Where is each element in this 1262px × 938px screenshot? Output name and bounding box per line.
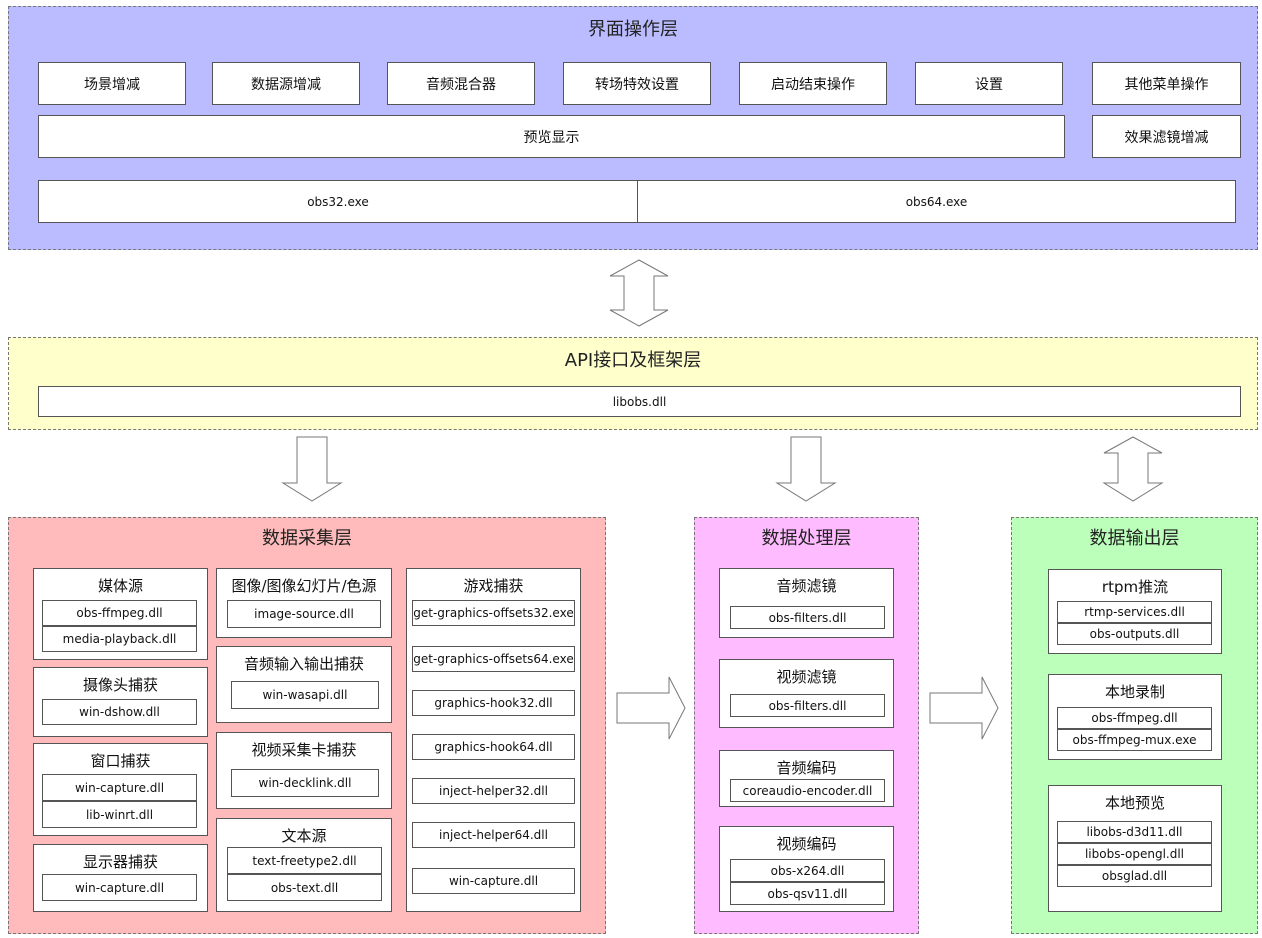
output-layer: 数据输出层 rtpm推流 rtmp-services.dll obs-outpu… bbox=[1011, 517, 1258, 934]
dll-box: obs-filters.dll bbox=[730, 606, 885, 629]
down-arrow-icon bbox=[281, 436, 343, 502]
window-capture-group: 窗口捕获 win-capture.dll lib-winrt.dll bbox=[33, 743, 208, 836]
dll-box: win-capture.dll bbox=[42, 774, 197, 801]
dll-box: libobs-d3d11.dll bbox=[1057, 821, 1212, 843]
api-layer-title: API接口及框架层 bbox=[564, 350, 702, 371]
dll-box: graphics-hook32.dll bbox=[412, 690, 575, 716]
group-title: rtpm推流 bbox=[1101, 578, 1169, 596]
down-arrow-icon bbox=[775, 436, 837, 502]
group-title: 显示器捕获 bbox=[82, 853, 158, 871]
double-arrow-icon bbox=[609, 259, 669, 327]
group-title: 游戏捕获 bbox=[463, 577, 524, 595]
ui-layer: 界面操作层 场景增减 数据源增减 音频混合器 转场特效设置 启动结束操作 设置 … bbox=[8, 6, 1258, 250]
dll-box: rtmp-services.dll bbox=[1057, 601, 1212, 623]
dll-box: win-decklink.dll bbox=[231, 769, 379, 797]
video-encode-group: 视频编码 obs-x264.dll obs-qsv11.dll bbox=[719, 826, 894, 912]
group-title: 视频滤镜 bbox=[776, 668, 837, 686]
audio-io-capture-group: 音频输入输出捕获 win-wasapi.dll bbox=[216, 646, 392, 723]
dll-box: text-freetype2.dll bbox=[227, 847, 382, 874]
dll-box: image-source.dll bbox=[227, 600, 381, 628]
dll-box: inject-helper64.dll bbox=[412, 822, 575, 848]
obs32-exe-box: obs32.exe bbox=[38, 180, 638, 223]
group-title: 视频编码 bbox=[776, 835, 837, 853]
dll-box: libobs-opengl.dll bbox=[1057, 843, 1212, 865]
capture-card-group: 视频采集卡捕获 win-decklink.dll bbox=[216, 732, 392, 809]
dll-box: obsglad.dll bbox=[1057, 865, 1212, 887]
group-title: 音频滤镜 bbox=[776, 577, 837, 595]
dll-box: media-playback.dll bbox=[42, 626, 197, 652]
dll-box: win-capture.dll bbox=[412, 868, 575, 894]
group-title: 文本源 bbox=[281, 827, 327, 845]
group-title: 本地录制 bbox=[1104, 683, 1165, 701]
local-preview-group: 本地预览 libobs-d3d11.dll libobs-opengl.dll … bbox=[1048, 785, 1222, 912]
audio-encode-group: 音频编码 coreaudio-encoder.dll bbox=[719, 750, 894, 807]
group-title: 音频编码 bbox=[776, 759, 837, 777]
text-source-group: 文本源 text-freetype2.dll obs-text.dll bbox=[216, 818, 392, 912]
output-layer-title: 数据输出层 bbox=[1089, 528, 1180, 549]
group-title: 窗口捕获 bbox=[90, 752, 151, 770]
right-arrow-icon bbox=[929, 676, 999, 740]
group-title: 图像/图像幻灯片/色源 bbox=[231, 577, 377, 595]
dll-box: obs-ffmpeg-mux.exe bbox=[1057, 729, 1212, 751]
audio-filter-group: 音频滤镜 obs-filters.dll bbox=[719, 568, 894, 638]
dll-box: obs-text.dll bbox=[227, 874, 382, 901]
dll-box: win-dshow.dll bbox=[42, 699, 197, 725]
obs64-exe-box: obs64.exe bbox=[637, 180, 1236, 223]
dll-box: graphics-hook64.dll bbox=[412, 734, 575, 760]
group-title: 摄像头捕获 bbox=[82, 676, 158, 694]
dll-box: obs-ffmpeg.dll bbox=[42, 600, 197, 626]
other-menu-box: 其他菜单操作 bbox=[1092, 62, 1241, 105]
camera-capture-group: 摄像头捕获 win-dshow.dll bbox=[33, 667, 208, 737]
dll-box: obs-filters.dll bbox=[730, 694, 885, 717]
double-arrow-icon bbox=[1102, 436, 1164, 502]
ui-layer-title: 界面操作层 bbox=[588, 19, 678, 40]
rtmp-stream-group: rtpm推流 rtmp-services.dll obs-outputs.dll bbox=[1048, 569, 1222, 654]
group-title: 音频输入输出捕获 bbox=[243, 655, 364, 673]
settings-box: 设置 bbox=[915, 62, 1063, 105]
group-title: 媒体源 bbox=[97, 577, 143, 595]
dll-box: obs-qsv11.dll bbox=[730, 882, 885, 905]
game-capture-group: 游戏捕获 get-graphics-offsets32.exe get-grap… bbox=[406, 568, 581, 912]
image-source-group: 图像/图像幻灯片/色源 image-source.dll bbox=[216, 568, 392, 638]
dll-box: coreaudio-encoder.dll bbox=[730, 779, 885, 802]
local-record-group: 本地录制 obs-ffmpeg.dll obs-ffmpeg-mux.exe bbox=[1048, 674, 1222, 760]
start-stop-box: 启动结束操作 bbox=[739, 62, 887, 105]
video-filter-group: 视频滤镜 obs-filters.dll bbox=[719, 659, 894, 728]
process-layer-title: 数据处理层 bbox=[761, 528, 852, 549]
dll-box: obs-x264.dll bbox=[730, 859, 885, 882]
group-title: 本地预览 bbox=[1104, 794, 1165, 812]
dll-box: lib-winrt.dll bbox=[42, 801, 197, 828]
dll-box: obs-ffmpeg.dll bbox=[1057, 707, 1212, 729]
audio-mixer-box: 音频混合器 bbox=[387, 62, 535, 105]
group-title: 视频采集卡捕获 bbox=[251, 741, 357, 759]
dll-box: get-graphics-offsets64.exe bbox=[412, 646, 575, 672]
scene-manage-box: 场景增减 bbox=[38, 62, 186, 105]
dll-box: obs-outputs.dll bbox=[1057, 623, 1212, 645]
process-layer: 数据处理层 音频滤镜 obs-filters.dll 视频滤镜 obs-filt… bbox=[694, 517, 919, 934]
api-layer: API接口及框架层 libobs.dll bbox=[8, 337, 1258, 430]
dll-box: inject-helper32.dll bbox=[412, 778, 575, 804]
source-manage-box: 数据源增减 bbox=[212, 62, 360, 105]
capture-layer-title: 数据采集层 bbox=[262, 528, 352, 549]
dll-box: win-wasapi.dll bbox=[231, 681, 379, 709]
display-capture-group: 显示器捕获 win-capture.dll bbox=[33, 844, 208, 912]
preview-box: 预览显示 bbox=[38, 115, 1065, 158]
dll-box: get-graphics-offsets32.exe bbox=[412, 600, 575, 626]
capture-layer: 数据采集层 媒体源 obs-ffmpeg.dll media-playback.… bbox=[8, 517, 606, 934]
dll-box: win-capture.dll bbox=[42, 874, 197, 901]
right-arrow-icon bbox=[616, 676, 686, 740]
filter-manage-box: 效果滤镜增减 bbox=[1092, 115, 1241, 158]
media-source-group: 媒体源 obs-ffmpeg.dll media-playback.dll bbox=[33, 568, 208, 660]
libobs-dll-box: libobs.dll bbox=[38, 386, 1241, 417]
transition-settings-box: 转场特效设置 bbox=[563, 62, 711, 105]
